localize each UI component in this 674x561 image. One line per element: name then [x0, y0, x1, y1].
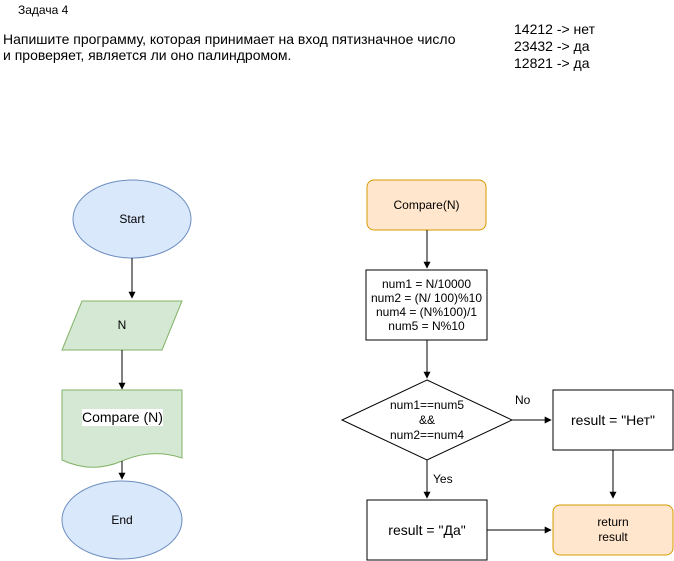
- example-3: 12821 -> да: [514, 55, 590, 71]
- call-document-shape[interactable]: [61, 389, 183, 468]
- input-label: N: [117, 318, 127, 332]
- return-label: return result: [597, 515, 629, 544]
- start-label: Start: [119, 212, 145, 226]
- edge-no-label: No: [515, 393, 531, 407]
- function-header-label: Compare(N): [393, 198, 460, 212]
- condition-label: num1==num5 && num2==num4: [389, 397, 465, 442]
- return-box[interactable]: [552, 504, 674, 556]
- result-yes-box[interactable]: [366, 499, 488, 561]
- call-label: Compare (N): [82, 409, 163, 426]
- example-2: 23432 -> да: [514, 38, 590, 54]
- task-description-line1: Напишите программу, которая принимает на…: [3, 31, 456, 47]
- edge-yes-label: Yes: [433, 472, 453, 486]
- end-label: End: [111, 513, 133, 527]
- result-no-box[interactable]: [552, 389, 674, 451]
- input-parallelogram[interactable]: [61, 300, 183, 351]
- assignments-box[interactable]: [365, 269, 488, 341]
- task-title: Задача 4: [18, 3, 69, 17]
- result-yes-label: result = "Да": [388, 522, 466, 538]
- result-no-label: result = "Нет": [571, 412, 655, 428]
- assignments-label: num1 = N/10000 num2 = (N/ 100)%10 num4 =…: [370, 277, 483, 333]
- example-1: 14212 -> нет: [514, 21, 596, 37]
- task-description-line2: и проверяет, является ли оно палиндромом…: [3, 47, 292, 63]
- end-ellipse[interactable]: [61, 480, 183, 560]
